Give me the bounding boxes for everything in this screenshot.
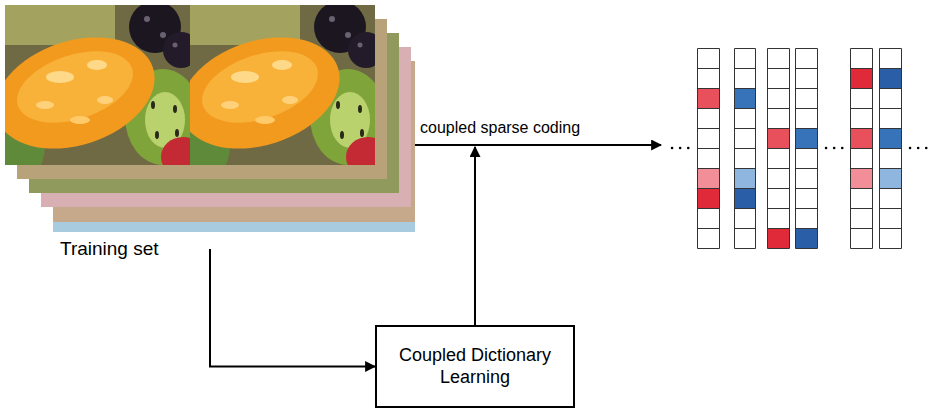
code-cell (697, 168, 720, 188)
code-cell (734, 88, 755, 108)
code-cell (879, 128, 901, 148)
code-cell (795, 128, 818, 148)
image-stack (166, 1, 415, 232)
arrow-label: coupled sparse coding (418, 119, 582, 137)
code-cell (879, 68, 901, 88)
code-cell (795, 228, 818, 248)
code-cell (697, 188, 720, 208)
code-column (851, 49, 873, 249)
code-cell (879, 168, 901, 188)
caption-text: Training set (60, 238, 159, 261)
code-grid (698, 49, 902, 249)
box-text: Coupled Dictionary Learning (393, 345, 558, 388)
code-cell (850, 68, 872, 88)
dictionary-arrow (474, 147, 476, 325)
code-cell (697, 88, 720, 108)
code-cell (767, 128, 790, 148)
ellipsis-dots (910, 147, 930, 150)
photo (53, 222, 238, 232)
code-column (735, 49, 756, 249)
code-column (768, 49, 790, 249)
dataset-label: Training set (60, 236, 210, 262)
code-cell (734, 168, 755, 188)
fruit-photo (166, 1, 390, 185)
sparse-code-vectors (697, 49, 902, 249)
code-cell (850, 128, 872, 148)
code-cell (850, 168, 872, 188)
ellipsis-dots (672, 147, 692, 150)
code-column (796, 49, 818, 249)
sparse-coding-arrow (415, 144, 661, 146)
process-box: Coupled Dictionary Learning (375, 325, 575, 408)
fruit-photo (0, 1, 205, 185)
code-cell (734, 188, 755, 208)
code-column (880, 49, 902, 249)
ellipsis-dots (826, 147, 846, 150)
connector-arrow (210, 249, 375, 367)
code-column (698, 49, 720, 249)
code-cell (767, 228, 790, 248)
photo (238, 222, 415, 232)
